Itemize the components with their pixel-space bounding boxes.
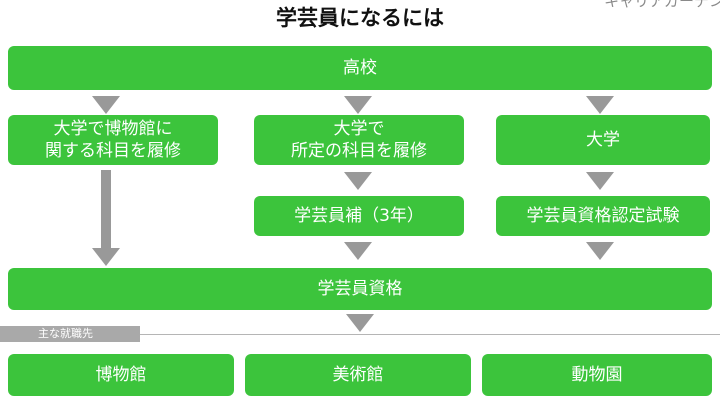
node-high-school: 高校 — [8, 46, 712, 90]
node-university-museum-courses-label: 大学で博物館に 関する科目を履修 — [45, 119, 181, 161]
node-curator-qualification-label: 学芸員資格 — [317, 279, 403, 299]
brand-text: キャリアガーデン — [604, 0, 720, 10]
page-title: 学芸員になるには — [276, 6, 444, 30]
arrow-down-icon — [586, 96, 614, 114]
arrow-down-icon — [344, 242, 372, 260]
arrow-down-icon — [92, 96, 120, 114]
brand-logo: キャリアガーデン — [600, 0, 720, 14]
section-divider — [0, 334, 720, 335]
node-curator-qualification: 学芸員資格 — [8, 268, 712, 310]
long-arrow-down-icon — [92, 170, 120, 266]
employer-museum-label: 博物館 — [95, 365, 147, 385]
employer-museum: 博物館 — [8, 354, 234, 396]
arrow-down-icon — [586, 172, 614, 190]
employer-art-museum-label: 美術館 — [332, 365, 384, 385]
section-label-employers: 主な就職先 — [0, 326, 140, 342]
employer-art-museum: 美術館 — [245, 354, 471, 396]
arrow-down-icon — [346, 314, 374, 332]
node-university-label: 大学 — [586, 130, 620, 150]
node-qualification-exam: 学芸員資格認定試験 — [496, 196, 710, 236]
node-university-designated-courses: 大学で 所定の科目を履修 — [254, 115, 464, 165]
node-university: 大学 — [496, 115, 710, 165]
arrow-down-icon — [586, 242, 614, 260]
node-university-museum-courses: 大学で博物館に 関する科目を履修 — [8, 115, 218, 165]
employer-zoo: 動物園 — [482, 354, 712, 396]
node-high-school-label: 高校 — [343, 58, 377, 78]
node-university-designated-courses-label: 大学で 所定の科目を履修 — [291, 119, 427, 161]
node-curator-assistant: 学芸員補（3年） — [254, 196, 464, 236]
node-curator-assistant-label: 学芸員補（3年） — [294, 206, 424, 226]
node-qualification-exam-label: 学芸員資格認定試験 — [526, 206, 680, 226]
arrow-down-icon — [344, 96, 372, 114]
employer-zoo-label: 動物園 — [571, 365, 623, 385]
arrow-down-icon — [344, 172, 372, 190]
